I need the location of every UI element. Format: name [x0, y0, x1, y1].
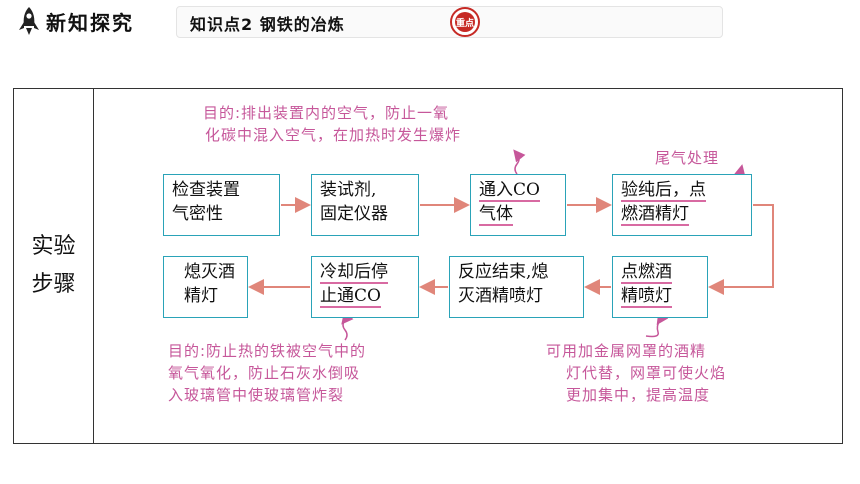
arrow-4-5	[708, 204, 774, 295]
row-label: 实验 步骤	[14, 228, 93, 304]
key-point-badge: 重点	[450, 7, 480, 37]
experiment-table	[13, 88, 843, 444]
row-label-line2: 步骤	[31, 272, 76, 297]
step-load-reagents: 装试剂, 固定仪器	[311, 174, 419, 236]
step-light-alcohol-lamp: 验纯后，点 燃酒精灯	[612, 174, 752, 236]
annotation-cool-purpose: 目的:防止热的铁被空气中的 氧气氧化，防止石灰水倒吸 入玻璃管中使玻璃管炸裂	[168, 342, 367, 404]
step-extinguish-alcohol-lamp: 熄灭酒 精灯	[163, 256, 248, 318]
rocket-icon	[19, 7, 39, 35]
page-title: 新知探究	[46, 11, 134, 35]
step-light-blowtorch: 点燃酒 精喷灯	[612, 256, 708, 318]
key-point-badge-label: 重点	[455, 12, 475, 32]
topic-bar	[176, 6, 723, 38]
callout-co	[513, 149, 526, 175]
callout-lamp	[645, 311, 669, 338]
step-cool-stop-co: 冷却后停 止通CO	[311, 256, 419, 318]
annotation-co-purpose: 目的:排出装置内的空气，防止一氧 化碳中混入空气，在加热时发生爆炸	[203, 104, 462, 144]
step-extinguish-blowtorch: 反应结束,熄 灭酒精喷灯	[449, 256, 584, 318]
table-divider	[93, 88, 94, 444]
step-check-airtightness: 检查装置 气密性	[163, 174, 280, 236]
annotation-lamp-note: 可用加金属网罩的酒精 灯代替，网罩可使火焰 更加集中，提高温度	[546, 342, 727, 404]
topic-title: 知识点2 钢铁的冶炼	[190, 15, 345, 34]
step-pass-co: 通入CO 气体	[470, 174, 566, 236]
callout-cool	[341, 311, 354, 341]
row-label-line1: 实验	[31, 234, 76, 259]
annotation-tail-gas: 尾气处理	[655, 149, 720, 167]
